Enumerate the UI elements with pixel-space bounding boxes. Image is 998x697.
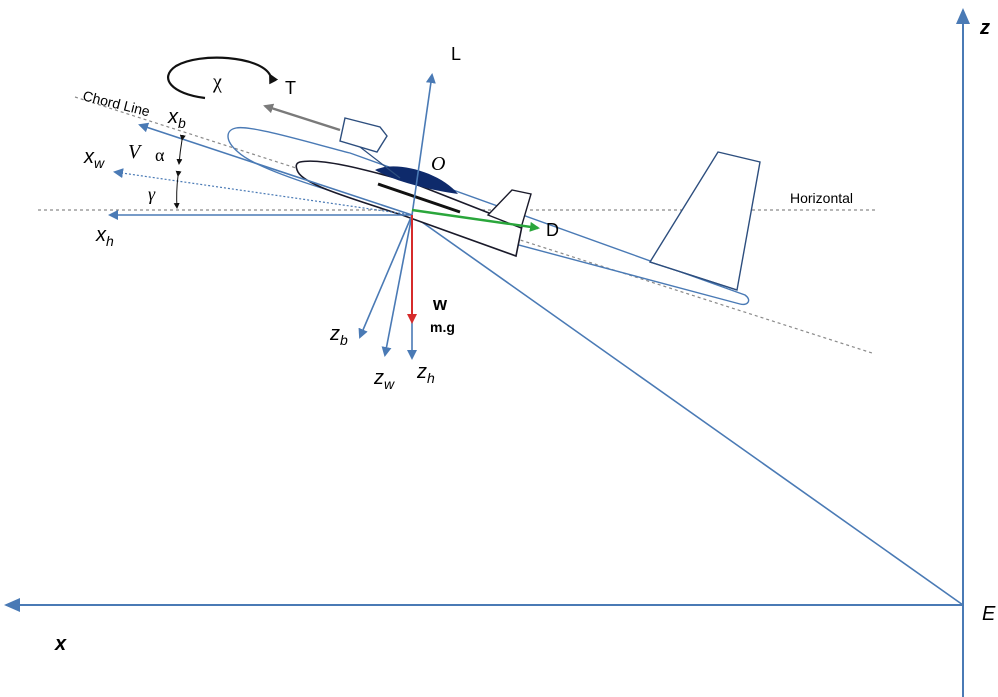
x-axis-label: x bbox=[54, 633, 67, 655]
drag-label: D bbox=[546, 220, 559, 240]
chi-label: χ bbox=[212, 71, 222, 93]
position-line bbox=[411, 214, 964, 606]
z-axis-label: z bbox=[979, 17, 990, 39]
aircraft-keel bbox=[377, 182, 461, 214]
chord-line bbox=[74, 96, 873, 354]
lift-vector bbox=[411, 73, 436, 216]
thrust-label: T bbox=[285, 78, 296, 98]
velocity-label: V bbox=[128, 141, 143, 163]
lift-label: L bbox=[451, 44, 461, 64]
chi-rotation-arrow bbox=[167, 56, 279, 100]
zw-axis bbox=[381, 214, 413, 357]
weight-label-mg: m.g bbox=[430, 319, 455, 335]
gamma-angle-arc bbox=[173, 170, 182, 209]
zw-label: zw bbox=[373, 367, 395, 392]
thrust-vector bbox=[263, 103, 341, 132]
xh-label: xh bbox=[95, 224, 114, 249]
horizontal-label: Horizontal bbox=[790, 190, 853, 206]
gamma-label: γ bbox=[148, 184, 156, 204]
aircraft bbox=[227, 117, 761, 306]
engine-pylon bbox=[359, 146, 401, 179]
aircraft-fuselage bbox=[295, 160, 523, 258]
weight-label-w: w bbox=[432, 294, 448, 314]
aircraft-tail bbox=[648, 151, 761, 291]
zh-label: zh bbox=[416, 361, 435, 386]
tail-base bbox=[649, 261, 738, 291]
zb-axis bbox=[358, 214, 413, 339]
chord-line-label: Chord Line bbox=[81, 87, 152, 119]
xw-label: xw bbox=[83, 146, 105, 171]
origin-o-label: O bbox=[431, 153, 445, 175]
aircraft-engine-pod bbox=[339, 117, 388, 153]
zb-label: zb bbox=[329, 323, 348, 348]
origin-e-label: E bbox=[982, 603, 996, 625]
alpha-label: α bbox=[155, 145, 165, 165]
alpha-angle-arc bbox=[176, 134, 186, 165]
drag-vector bbox=[411, 208, 540, 232]
xb-label: xb bbox=[167, 106, 186, 131]
